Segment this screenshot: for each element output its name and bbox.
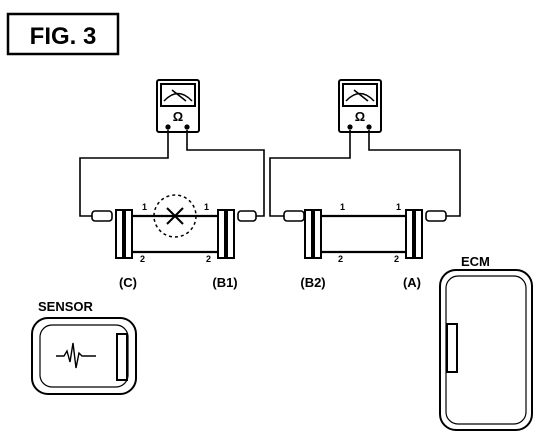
connector-b1 <box>217 209 235 259</box>
test-leads-right <box>269 130 461 217</box>
connector-label-b2: (B2) <box>300 275 325 290</box>
ohmmeter-right: Ω <box>338 79 382 133</box>
ecm-terminal <box>446 323 458 373</box>
probe-tip-b2 <box>283 210 305 222</box>
ecm-unit: ECM <box>439 254 533 431</box>
pin-label: 1 <box>142 202 147 212</box>
pin-label: 1 <box>340 202 345 212</box>
harness-wires-right <box>321 214 406 254</box>
test-leads-left <box>79 130 265 217</box>
ohm-symbol: Ω <box>355 109 365 124</box>
probe-tip-a <box>425 210 447 222</box>
pin-label: 2 <box>338 254 343 264</box>
pin-label: 2 <box>140 254 145 264</box>
ecm-label: ECM <box>461 254 490 269</box>
connector-label-a: (A) <box>403 275 421 290</box>
pin-label: 2 <box>206 254 211 264</box>
meter-dial-icon <box>342 83 378 107</box>
figure-title: FIG. 3 <box>30 23 97 50</box>
sensor-unit: SENSOR <box>31 299 137 395</box>
signal-waveform-icon <box>56 342 96 369</box>
probe-tip-b1 <box>237 210 257 222</box>
connector-a <box>405 209 423 259</box>
probe-tip-c <box>91 210 113 222</box>
connector-b2 <box>304 209 322 259</box>
pin-label: 1 <box>204 202 209 212</box>
pin-label: 2 <box>394 254 399 264</box>
ohmmeter-left: Ω <box>156 79 200 133</box>
sensor-label: SENSOR <box>38 299 94 314</box>
probe-terminal-left <box>347 124 353 130</box>
probe-terminal-right <box>366 124 372 130</box>
harness-wires-left <box>132 214 218 254</box>
probe-terminal-left <box>165 124 171 130</box>
ohm-symbol: Ω <box>173 109 183 124</box>
open-circuit-mark <box>153 194 197 238</box>
pin-label: 1 <box>396 202 401 212</box>
meter-dial-icon <box>160 83 196 107</box>
sensor-terminal <box>116 333 128 381</box>
probe-terminal-right <box>184 124 190 130</box>
figure-title-box: FIG. 3 <box>6 12 120 56</box>
connector-c <box>115 209 133 259</box>
connector-label-c: (C) <box>119 275 137 290</box>
connector-label-b1: (B1) <box>212 275 237 290</box>
